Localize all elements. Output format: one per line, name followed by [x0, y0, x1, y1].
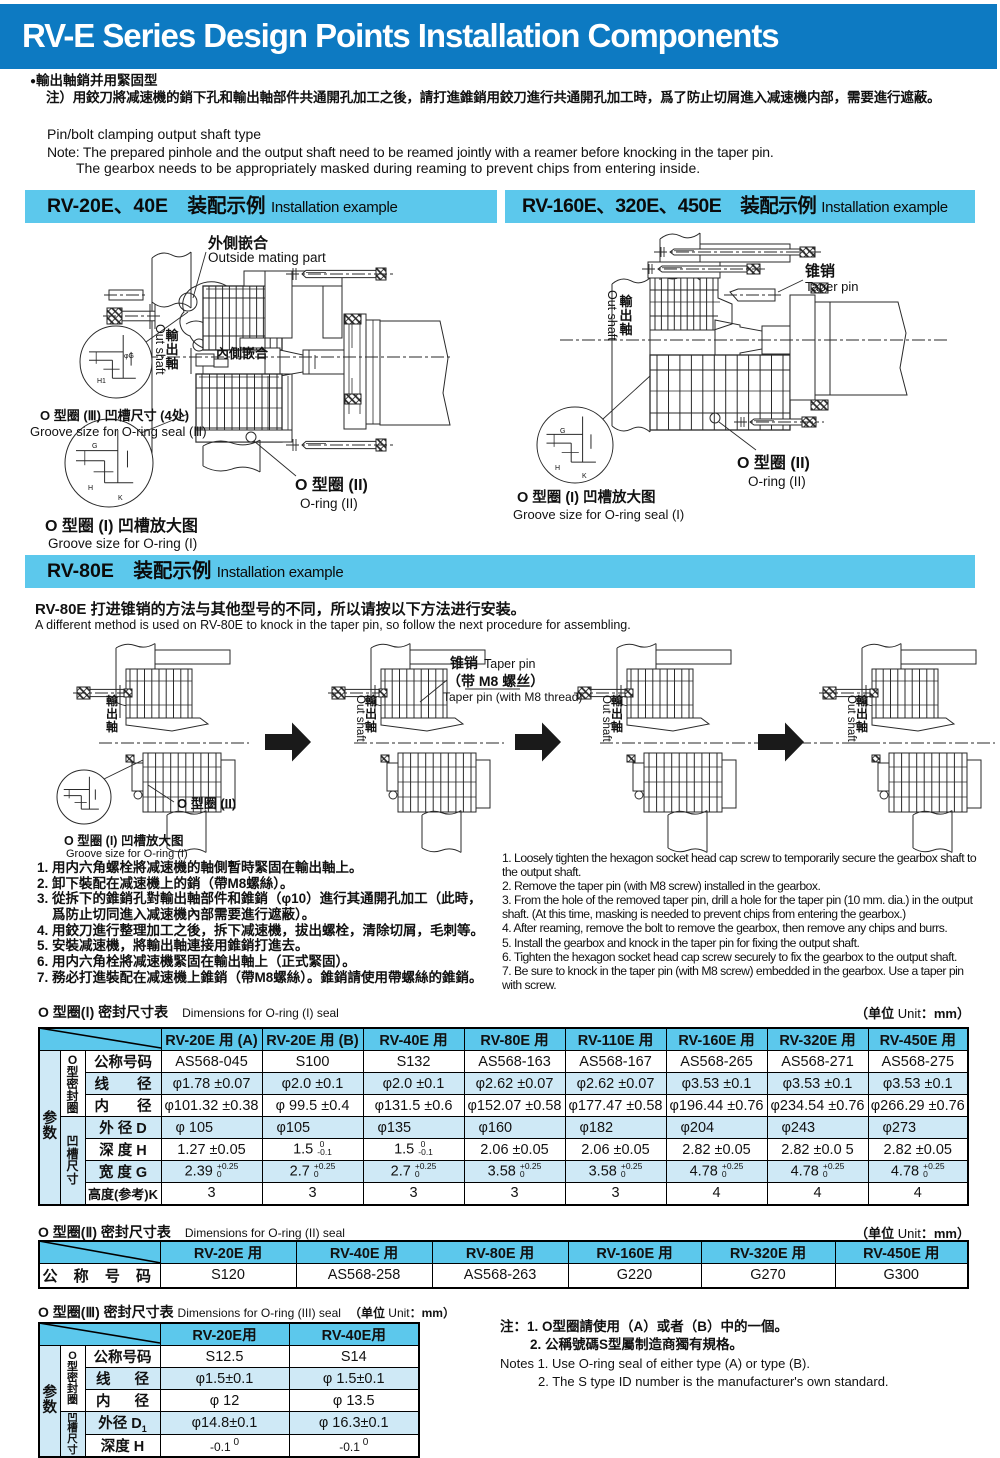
svg-text:軸: 軸	[165, 356, 178, 371]
svg-text:Out shaft: Out shaft	[845, 695, 857, 742]
svg-text:Groove size for O-ring seal (Ⅲ: Groove size for O-ring seal (Ⅲ)	[30, 424, 207, 439]
svg-text:出: 出	[106, 706, 118, 721]
svg-text:輸: 輸	[611, 693, 624, 708]
svg-text:Groove size for O-ring (I): Groove size for O-ring (I)	[66, 848, 188, 860]
svg-text:輸: 輸	[619, 294, 633, 309]
svg-text:內側嵌合: 內側嵌合	[216, 346, 269, 361]
svg-text:出: 出	[619, 308, 632, 323]
svg-text:Groove size for O-ring seal (I: Groove size for O-ring seal (I)	[513, 507, 684, 522]
svg-text:O 型圈 (II): O 型圈 (II)	[737, 454, 810, 472]
svg-text:O-ring (II): O-ring (II)	[748, 474, 806, 489]
svg-text:O 型圈 (Ⅲ) 凹槽尺寸 (4处): O 型圈 (Ⅲ) 凹槽尺寸 (4处)	[40, 408, 189, 423]
svg-text:K: K	[118, 495, 123, 502]
svg-text:（带 M8 螺丝）: （带 M8 螺丝）	[447, 673, 544, 689]
svg-text:軸: 軸	[619, 322, 632, 337]
svg-text:輸: 輸	[165, 328, 179, 343]
svg-text:O 型圈 (II): O 型圈 (II)	[177, 796, 236, 811]
svg-text:G: G	[560, 428, 565, 435]
svg-text:锥销: 锥销	[450, 655, 478, 671]
svg-text:G: G	[92, 443, 97, 450]
svg-text:O-ring (II): O-ring (II)	[300, 496, 358, 511]
svg-text:H: H	[555, 465, 560, 472]
svg-text:軸: 軸	[611, 719, 623, 734]
svg-text:Taper pin (with M8 thread): Taper pin (with M8 thread)	[443, 690, 582, 704]
svg-text:Out shaft: Out shaft	[354, 695, 366, 742]
svg-text:軸: 軸	[106, 719, 118, 734]
svg-text:K: K	[582, 473, 587, 480]
svg-text:Taper pin: Taper pin	[805, 279, 858, 294]
svg-text:Groove size for O-ring (I): Groove size for O-ring (I)	[48, 536, 197, 551]
svg-text:出: 出	[365, 706, 377, 721]
svg-text:Out shaft: Out shaft	[605, 290, 619, 341]
svg-text:Taper pin: Taper pin	[484, 657, 535, 671]
svg-text:輸: 輸	[106, 693, 119, 708]
svg-text:锥销: 锥销	[805, 262, 835, 280]
svg-text:出: 出	[856, 706, 868, 721]
svg-text:Out shaft: Out shaft	[153, 324, 167, 375]
svg-text:O 型圈 (I) 凹槽放大图: O 型圈 (I) 凹槽放大图	[517, 488, 656, 506]
svg-text:φG: φG	[124, 353, 134, 360]
svg-text:Outside mating part: Outside mating part	[208, 250, 326, 265]
svg-text:O 型圈 (I) 凹槽放大图: O 型圈 (I) 凹槽放大图	[64, 833, 183, 848]
svg-text:輸: 輸	[856, 693, 869, 708]
svg-text:外側嵌合: 外側嵌合	[207, 234, 269, 252]
svg-text:軸: 軸	[856, 719, 868, 734]
svg-text:出: 出	[611, 706, 623, 721]
svg-text:Out shaft: Out shaft	[600, 695, 612, 742]
svg-text:O 型圈 (I) 凹槽放大图: O 型圈 (I) 凹槽放大图	[45, 516, 198, 535]
svg-text:O 型圈 (II): O 型圈 (II)	[295, 476, 368, 494]
svg-text:輸: 輸	[365, 693, 378, 708]
svg-text:出: 出	[165, 342, 178, 357]
svg-text:H1: H1	[97, 378, 106, 385]
svg-text:軸: 軸	[365, 719, 377, 734]
svg-text:H: H	[88, 485, 93, 492]
